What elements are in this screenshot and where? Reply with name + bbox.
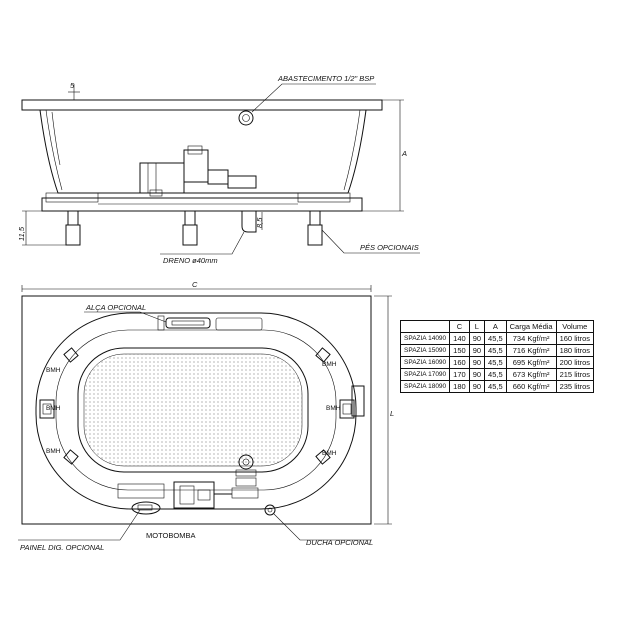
drain-fitting-top	[238, 454, 254, 470]
side-elevation-view: A 11,5 5 8,5 ABASTECIMENTO 1/2" BSP DREN…	[17, 74, 420, 265]
foot-right	[307, 210, 323, 246]
spec-cell-c: 170	[449, 368, 470, 381]
foot-center	[182, 210, 198, 246]
table-row: SPAZIA 15090 150 90 45,5 716 Kgf/m² 180 …	[399, 344, 595, 357]
top-plan-view: C L ALÇA OPCIONAL	[18, 280, 394, 552]
tub-basin	[77, 347, 309, 473]
spec-cell-load: 695 Kgf/m²	[505, 356, 557, 369]
spec-cell-model: SPAZIA 16090	[399, 356, 451, 369]
right-control-box	[351, 385, 365, 417]
spec-cell-a: 45,5	[484, 368, 507, 381]
spec-cell-load: 673 Kgf/m²	[505, 368, 557, 381]
spec-cell-a: 45,5	[484, 380, 507, 393]
spec-cell-l: 90	[468, 344, 486, 357]
bmh-label-middle-right: BMH	[326, 405, 341, 412]
pump-motor-top	[117, 477, 259, 509]
tub-outline	[21, 295, 372, 525]
spec-cell-volume: 200 litros	[555, 356, 595, 369]
spec-cell-a: 45,5	[484, 356, 507, 369]
spec-cell-volume: 180 litros	[555, 344, 595, 357]
jet-top-left	[63, 347, 79, 363]
spec-table-header-row: C L A Carga Média Volume	[399, 320, 595, 333]
handle-optional	[157, 315, 263, 331]
side-jet-left	[39, 399, 55, 419]
spec-header-l: L	[468, 320, 486, 333]
spec-header-a: A	[484, 320, 507, 333]
spec-cell-a: 45,5	[484, 344, 507, 357]
dimension-a-label: A	[401, 149, 407, 158]
jet-bottom-right	[315, 449, 331, 465]
pump-label: MOTOBOMBA	[146, 531, 195, 540]
shower-fitting	[264, 504, 276, 516]
dimension-11-5-label: 11,5	[17, 226, 26, 241]
spec-cell-c: 180	[449, 380, 470, 393]
dimension-c-label: C	[192, 280, 198, 289]
spec-cell-l: 90	[468, 380, 486, 393]
tub-body	[39, 109, 367, 194]
spec-header-load: Carga Média	[505, 320, 557, 333]
supply-label: ABASTECIMENTO 1/2" BSP	[277, 74, 374, 83]
supply-fitting	[238, 110, 254, 126]
pump-motor-side	[139, 145, 257, 197]
drain-pipe	[241, 211, 257, 233]
bmh-label-bottom-right: BMH	[322, 450, 337, 457]
foot-left	[65, 210, 81, 246]
table-row: SPAZIA 18090 180 90 45,5 660 Kgf/m² 235 …	[399, 380, 595, 393]
spec-cell-volume: 160 litros	[555, 332, 595, 345]
jet-bottom-left	[63, 449, 79, 465]
spec-table: C L A Carga Média Volume SPAZIA 14090 14…	[399, 320, 595, 393]
spec-cell-load: 716 Kgf/m²	[505, 344, 557, 357]
dimension-l-label: L	[390, 409, 394, 418]
spec-cell-c: 160	[449, 356, 470, 369]
spec-cell-a: 45,5	[484, 332, 507, 345]
spec-cell-load: 660 Kgf/m²	[505, 380, 557, 393]
shower-label: DUCHA OPCIONAL	[306, 538, 373, 547]
table-row: SPAZIA 17090 170 90 45,5 673 Kgf/m² 215 …	[399, 368, 595, 381]
jet-top-right	[315, 347, 331, 363]
drain-label: DRENO ø40mm	[163, 256, 218, 265]
spec-cell-l: 90	[468, 368, 486, 381]
spec-cell-c: 140	[449, 332, 470, 345]
bmh-label-top-left: BMH	[46, 367, 61, 374]
feet-label: PÉS OPCIONAIS	[360, 243, 419, 252]
spec-header-model	[399, 320, 451, 333]
spec-header-volume: Volume	[555, 320, 595, 333]
handle-label: ALÇA OPCIONAL	[85, 303, 146, 312]
basin-dotted-surface	[83, 353, 303, 467]
spec-cell-l: 90	[468, 356, 486, 369]
dimension-8-5-label: 8,5	[255, 217, 264, 228]
tub-rim	[21, 99, 383, 111]
digital-panel	[131, 501, 161, 515]
panel-label: PAINEL DIG. OPCIONAL	[20, 543, 104, 552]
spec-cell-load: 734 Kgf/m²	[505, 332, 557, 345]
bmh-label-bottom-left: BMH	[46, 448, 61, 455]
spec-cell-l: 90	[468, 332, 486, 345]
table-row: SPAZIA 16090 160 90 45,5 695 Kgf/m² 200 …	[399, 356, 595, 369]
spec-cell-model: SPAZIA 17090	[399, 368, 451, 381]
side-jet-right	[339, 399, 355, 419]
tub-rim-outer	[35, 312, 357, 510]
dimension-5-label: 5	[70, 81, 75, 90]
tub-rim-inner	[55, 329, 337, 491]
table-row: SPAZIA 14090 140 90 45,5 734 Kgf/m² 160 …	[399, 332, 595, 345]
spec-cell-model: SPAZIA 15090	[399, 344, 451, 357]
spec-cell-c: 150	[449, 344, 470, 357]
spec-cell-volume: 235 litros	[555, 380, 595, 393]
spec-cell-model: SPAZIA 14090	[399, 332, 451, 345]
bmh-label-top-right: BMH	[322, 361, 337, 368]
bmh-label-middle-left: BMH	[46, 405, 61, 412]
base-frame	[41, 197, 363, 212]
spec-header-c: C	[449, 320, 470, 333]
spec-cell-volume: 215 litros	[555, 368, 595, 381]
spec-cell-model: SPAZIA 18090	[399, 380, 451, 393]
